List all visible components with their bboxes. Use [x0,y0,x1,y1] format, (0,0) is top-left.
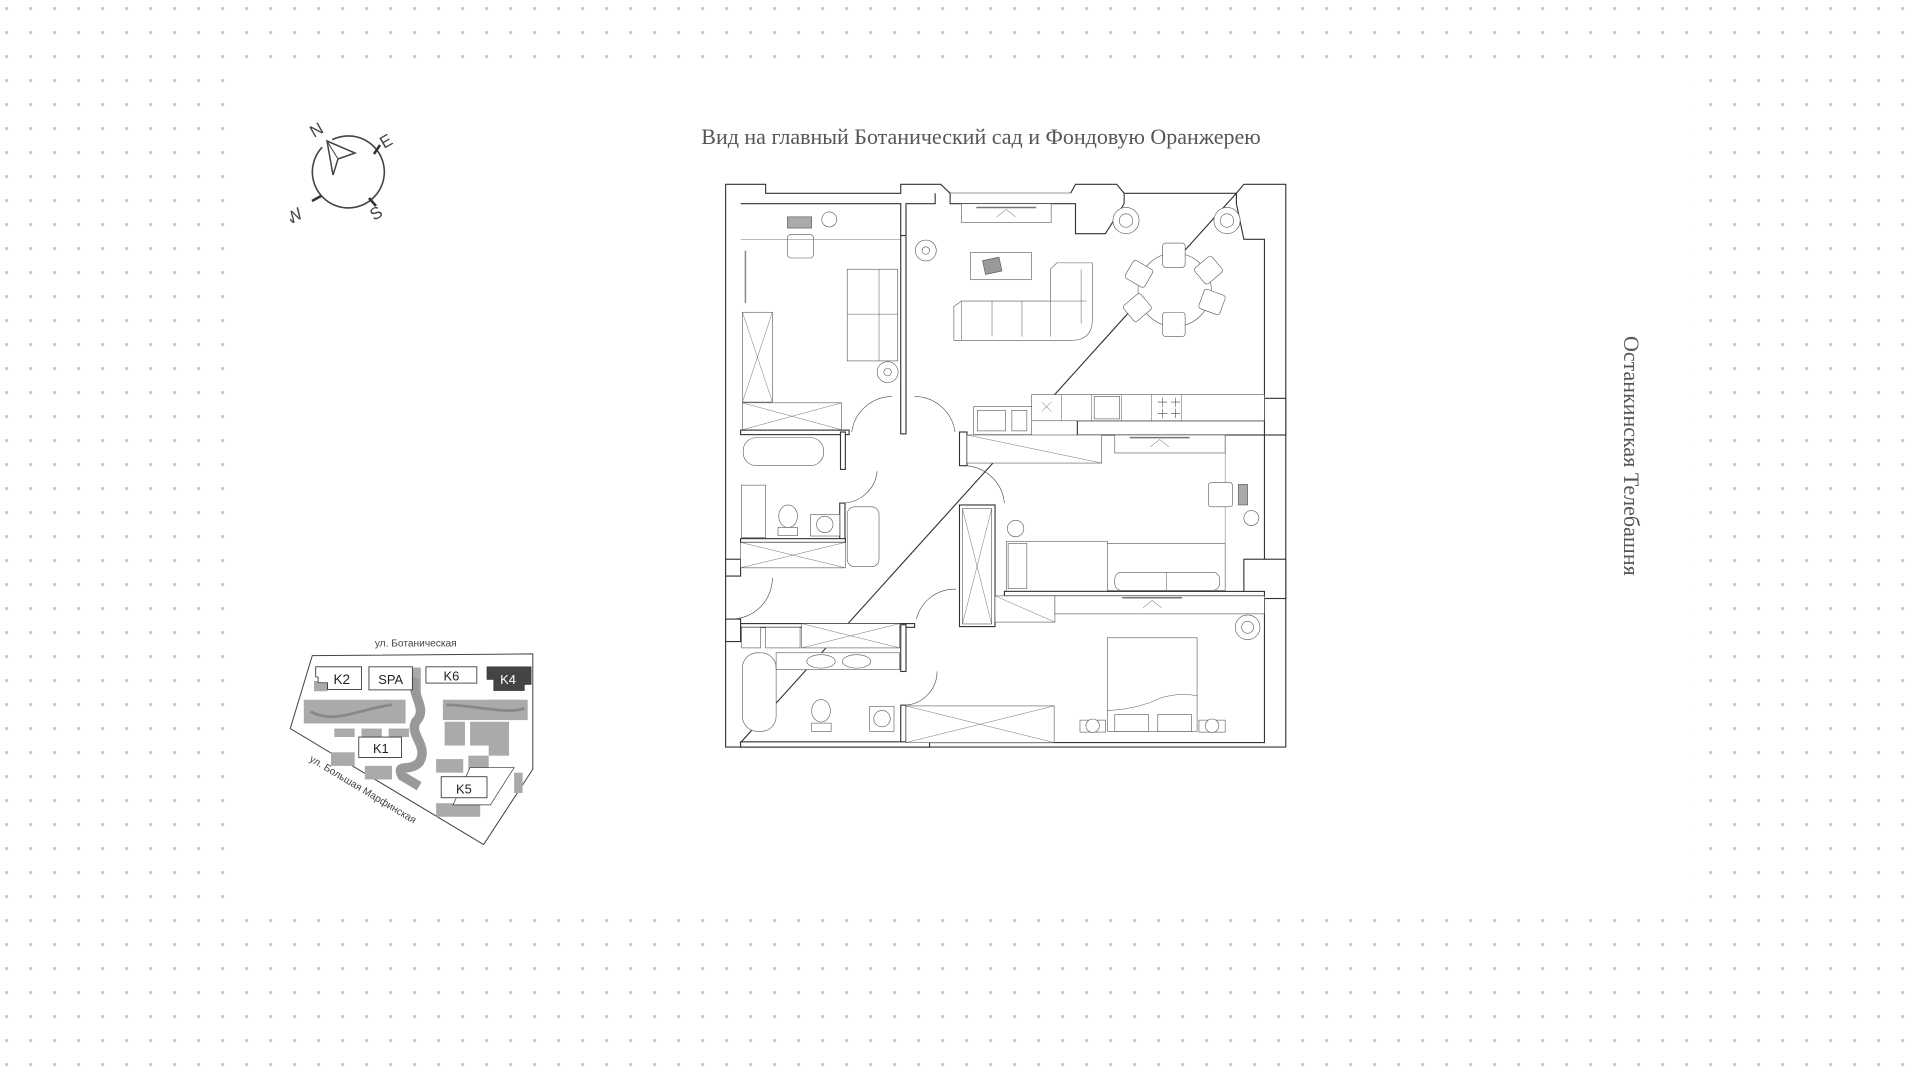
bathroom-top [740,437,880,569]
view-north-label: Вид на главный Ботанический сад и Фондов… [701,124,1261,149]
svg-text:K4: K4 [500,672,516,687]
building-k4-selected[interactable]: K4 [486,666,532,691]
lamp-icon [1243,510,1260,526]
tv-icon [961,203,1052,223]
compass-w: W [290,204,306,228]
toilet-icon [811,699,831,723]
lamp-icon [1085,718,1100,733]
apartment-floor-plan [725,183,1287,748]
bathtub-icon [742,437,824,466]
living-room [915,203,1265,435]
svg-text:K1: K1 [373,741,389,756]
lamp-icon [1205,718,1220,733]
compass-icon: N E S W [290,119,396,229]
compass-s: S [367,202,386,224]
tv-icon [787,216,812,229]
toilet-icon [778,504,798,528]
sink-icon [806,654,836,669]
svg-text:SPA: SPA [378,672,403,687]
building-spa[interactable]: SPA [368,666,413,691]
lamp-icon [821,211,838,228]
bathtub-icon [742,652,777,732]
street-top-label: ул. Ботаническая [375,638,457,649]
chair-icon [787,234,814,259]
building-k1[interactable]: K1 [358,736,402,758]
svg-text:K5: K5 [456,782,472,797]
building-k2[interactable]: K2 [315,666,362,690]
armchair-icon [846,506,880,568]
bedroom-top-left [740,211,901,431]
north-arrow-icon [326,139,358,176]
svg-text:K6: K6 [444,668,460,683]
corner-sofa-icon [953,262,1093,341]
bedroom-middle [962,434,1260,625]
lamp-icon [1007,520,1025,538]
view-east-label: Останкинская Телебашня [1619,336,1644,576]
compass-n: N [307,119,327,142]
compass-e: E [377,130,396,152]
kitchen-counter [1031,394,1265,422]
building-k5[interactable]: K5 [440,767,515,806]
building-k6[interactable]: K6 [425,666,478,684]
sink-icon [1093,396,1120,420]
sofa-icon [846,268,899,362]
svg-text:K2: K2 [334,672,351,687]
bathroom-bottom [741,623,900,732]
chair-icon [1208,482,1233,508]
washer-icon [873,710,891,728]
bedroom-bottom [905,595,1265,743]
sink-icon [816,515,834,533]
doors [731,396,1005,706]
sink-icon [842,654,872,669]
dining-chairs [1123,242,1226,337]
site-minimap: ул. Ботаническая K2 SPA K6 K4 K1 K5 ул. … [289,638,534,846]
